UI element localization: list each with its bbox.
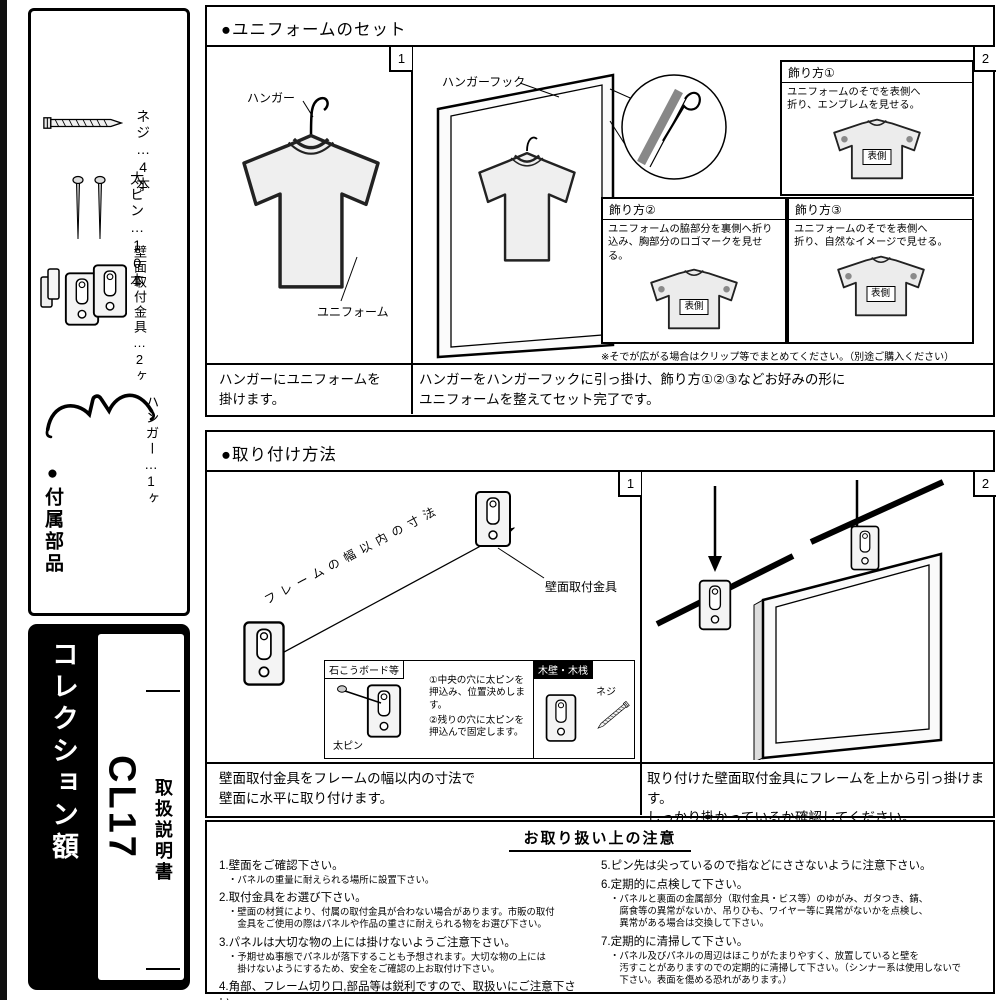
precaution-head: 3.パネルは大切な物の上には掛けないようご注意下さい。 bbox=[219, 936, 516, 949]
deco-style-3-text: ユニフォームのそでを表側へ 折り、自然なイメージで見せる。 bbox=[794, 224, 948, 249]
product-title-block: コレクション額 CL17 取扱説明書 bbox=[28, 624, 190, 990]
bracket-with-pin-icon bbox=[337, 684, 402, 738]
precaution-body: ・パネルと裏面の金属部分（取付金具・ビス等）のゆがみ、ガタつき、錆、 腐食等の異… bbox=[610, 893, 929, 929]
part-label-bracket: 壁面取付金具…2ヶ bbox=[131, 245, 147, 425]
mounting-section: ●取り付け方法 1 2 フレームの幅以内の寸法 壁面取付金具 石こうボード等 bbox=[205, 430, 996, 825]
part-name: 壁面取付金具 bbox=[131, 245, 147, 335]
parts-panel-title: ●付属部品 bbox=[42, 463, 63, 575]
mounting-section-title: ●取り付け方法 bbox=[221, 446, 337, 464]
deco-style-2-box: 飾り方② ユニフォームの脇部分を裏側へ折り 込み、胸部分のロゴマークを見せる。 … bbox=[601, 197, 787, 344]
part-qty: …1ヶ bbox=[143, 457, 159, 507]
precaution-head: 4.角部、フレーム切り口,部品等は鋭利ですので、取扱いにご注意下さい。 bbox=[219, 981, 576, 1000]
uniform-callout-label: ユニフォーム bbox=[317, 305, 389, 319]
precaution-item: 5.ピン先は尖っているので指などにささないように注意下さい。 bbox=[601, 857, 991, 873]
panel-number-text: 2 bbox=[981, 476, 990, 491]
part-qty: …2ヶ bbox=[131, 335, 147, 384]
precaution-item: 1.壁面をご確認下さい。 ・パネルの重量に耐えられる場所に設置下さい。 bbox=[219, 857, 597, 886]
precaution-head: 6.定期的に点検して下さい。 bbox=[601, 879, 749, 891]
deco-style-3-shirt: 表側 bbox=[825, 252, 937, 320]
precautions-right-column: 5.ピン先は尖っているので指などにささないように注意下さい。 6.定期的に点検し… bbox=[601, 854, 991, 986]
precaution-body: ・パネルの重量に耐えられる場所に設置下さい。 bbox=[228, 874, 435, 885]
hanger-callout-label: ハンガー bbox=[247, 91, 296, 105]
hang-frame-illustration bbox=[655, 479, 945, 760]
part-name: ネジ bbox=[135, 109, 152, 141]
bracket-with-screw-icon bbox=[545, 694, 630, 742]
deco-style-2-title: 飾り方② bbox=[603, 199, 785, 220]
plasterboard-box-title: 石こうボード等 bbox=[324, 660, 404, 679]
shirt-on-hanger-illustration bbox=[242, 96, 380, 302]
precautions-section: お取り扱い上の注意 1.壁面をご確認下さい。 ・パネルの重量に耐えられる場所に設… bbox=[205, 820, 995, 1000]
part-qty: …10本 bbox=[129, 219, 146, 289]
part-name: 太ピン bbox=[129, 171, 146, 219]
precaution-item: 3.パネルは大切な物の上には掛けないようご注意下さい。 ・予期せぬ事態でパネルが… bbox=[219, 934, 597, 975]
part-label-screw: ネジ…4本 bbox=[135, 109, 151, 239]
doc-type: 取扱説明書 bbox=[153, 777, 173, 883]
clip-note: ※そでが広がる場合はクリップ等でまとめてください。（別途ご購入ください） bbox=[601, 352, 955, 363]
deco-style-2-shirt: 表側 bbox=[638, 265, 750, 333]
part-qty: …4本 bbox=[135, 141, 152, 193]
screw-label: ネジ bbox=[596, 687, 616, 698]
product-name: コレクション額 bbox=[48, 640, 78, 864]
panel-number-text: 2 bbox=[981, 51, 990, 66]
deco-style-3-title: 飾り方③ bbox=[789, 199, 972, 220]
wall-bracket-icon bbox=[40, 264, 127, 326]
screw-icon bbox=[43, 113, 123, 133]
precautions-left-column: 1.壁面をご確認下さい。 ・パネルの重量に耐えられる場所に設置下さい。 2.取付… bbox=[219, 854, 597, 1000]
deco-style-2-text: ユニフォームの脇部分を裏側へ折り 込み、胸部分のロゴマークを見せる。 bbox=[608, 224, 773, 262]
panel-number-text: 1 bbox=[626, 476, 635, 491]
panel-number-text: 1 bbox=[397, 51, 406, 66]
wood-wall-box: 木壁・木桟 ネジ bbox=[533, 660, 635, 759]
precaution-item: 2.取付金具をお選び下さい。 ・壁面の材質により、付属の取付金具が合わない場合が… bbox=[219, 889, 597, 930]
model-box: CL17 取扱説明書 bbox=[98, 634, 184, 980]
deco-style-1-text: ユニフォームのそでを表側へ 折り、エンブレムを見せる。 bbox=[787, 87, 921, 112]
precaution-head: 1.壁面をご確認下さい。 bbox=[219, 860, 344, 872]
precaution-head: 2.取付金具をお選び下さい。 bbox=[219, 892, 367, 905]
mount-panel2-caption: 取り付けた壁面取付金具にフレームを上から引っ掛けます。 しっかり掛かっているか確… bbox=[647, 771, 985, 826]
mount-panel1-caption: 壁面取付金具をフレームの幅以内の寸法で 壁面に水平に取り付けます。 bbox=[219, 771, 476, 806]
uniform-set-section: ●ユニフォームのセット 1 2 ハンガー ユニフォーム bbox=[205, 5, 996, 417]
precaution-item: 6.定期的に点検して下さい。 ・パネルと裏面の金属部分（取付金具・ビス等）のゆが… bbox=[601, 876, 991, 930]
deco-style-1-box: 飾り方① ユニフォームのそでを表側へ 折り、エンブレムを見せる。 表側 bbox=[780, 60, 974, 196]
doc-type-column: 取扱説明書 bbox=[146, 690, 180, 970]
part-label-pin: 太ピン…10本 bbox=[129, 171, 145, 321]
precaution-head: 5.ピン先は尖っているので指などにささないように注意下さい。 bbox=[601, 860, 932, 872]
deco-style-1-shirt: 表側 bbox=[821, 115, 933, 183]
scan-edge bbox=[0, 0, 7, 1000]
plasterboard-step-2: ②残りの穴に太ピンを押込んで固定します。 bbox=[429, 715, 524, 739]
precaution-body: ・パネル及びパネルの周辺はほこりがたまりやすく、放置していると壁を 汚すことがあ… bbox=[610, 949, 961, 986]
hanger-hook-label: ハンガーフック bbox=[442, 75, 526, 89]
panel2-caption: ハンガーをハンガーフックに引っ掛け、飾り方①②③などお好みの形に ユニフォームを… bbox=[419, 372, 846, 407]
wall-bracket-callout-label: 壁面取付金具 bbox=[545, 580, 618, 594]
panel-number-1: 1 bbox=[389, 47, 412, 72]
thick-pin-label: 太ピン bbox=[333, 741, 363, 752]
precaution-item: 4.角部、フレーム切り口,部品等は鋭利ですので、取扱いにご注意下さい。 ・角部で… bbox=[219, 978, 597, 1000]
precaution-body: ・壁面の材質により、付属の取付金具が合わない場合があります。市販の取付 金具をご… bbox=[228, 906, 555, 930]
hanger-hook-zoom bbox=[637, 88, 701, 168]
precaution-head: 7.定期的に清掃して下さい。 bbox=[601, 935, 749, 948]
plasterboard-box: 石こうボード等 太ピン ①中央の穴に太ピンを押込み、位置決めします。 ②残りの穴… bbox=[324, 660, 535, 759]
precaution-body: ・予期せぬ事態でパネルが落下することも予想されます。大切な物の上には 掛けないよ… bbox=[228, 950, 546, 974]
pin-icon bbox=[72, 175, 106, 240]
deco-style-1-title: 飾り方① bbox=[782, 62, 972, 83]
panel-number-1: 1 bbox=[618, 472, 641, 497]
deco-style-3-box: 飾り方③ ユニフォームのそでを表側へ 折り、自然なイメージで見せる。 表側 bbox=[787, 197, 974, 344]
uniform-section-title: ●ユニフォームのセット bbox=[221, 21, 407, 39]
front-side-label: 表側 bbox=[862, 148, 892, 165]
bracket-spacing-illustration bbox=[243, 491, 545, 686]
panel1-caption: ハンガーにユニフォームを 掛けます。 bbox=[219, 372, 381, 407]
precaution-item: 7.定期的に清掃して下さい。 ・パネル及びパネルの周辺はほこりがたまりやすく、放… bbox=[601, 933, 991, 987]
model-number: CL17 bbox=[100, 754, 143, 860]
wood-wall-box-title: 木壁・木桟 bbox=[533, 660, 593, 679]
precautions-title: お取り扱い上の注意 bbox=[509, 827, 691, 852]
part-name: ハンガー bbox=[143, 395, 159, 457]
front-side-label: 表側 bbox=[679, 299, 709, 316]
plasterboard-step-1: ①中央の穴に太ピンを押込み、位置決めします。 bbox=[429, 675, 525, 711]
frame-with-shirt-illustration bbox=[436, 73, 727, 359]
front-side-label: 表側 bbox=[865, 285, 896, 302]
panel-number-2: 2 bbox=[973, 472, 996, 497]
panel-number-2: 2 bbox=[973, 47, 996, 72]
part-label-hanger: ハンガー…1ヶ bbox=[143, 395, 159, 535]
hanger-icon bbox=[31, 357, 160, 452]
included-parts-panel: ネジ…4本 太ピン…10本 壁面取付金具…2ヶ ハンガー…1ヶ ●付属部品 bbox=[28, 8, 190, 616]
